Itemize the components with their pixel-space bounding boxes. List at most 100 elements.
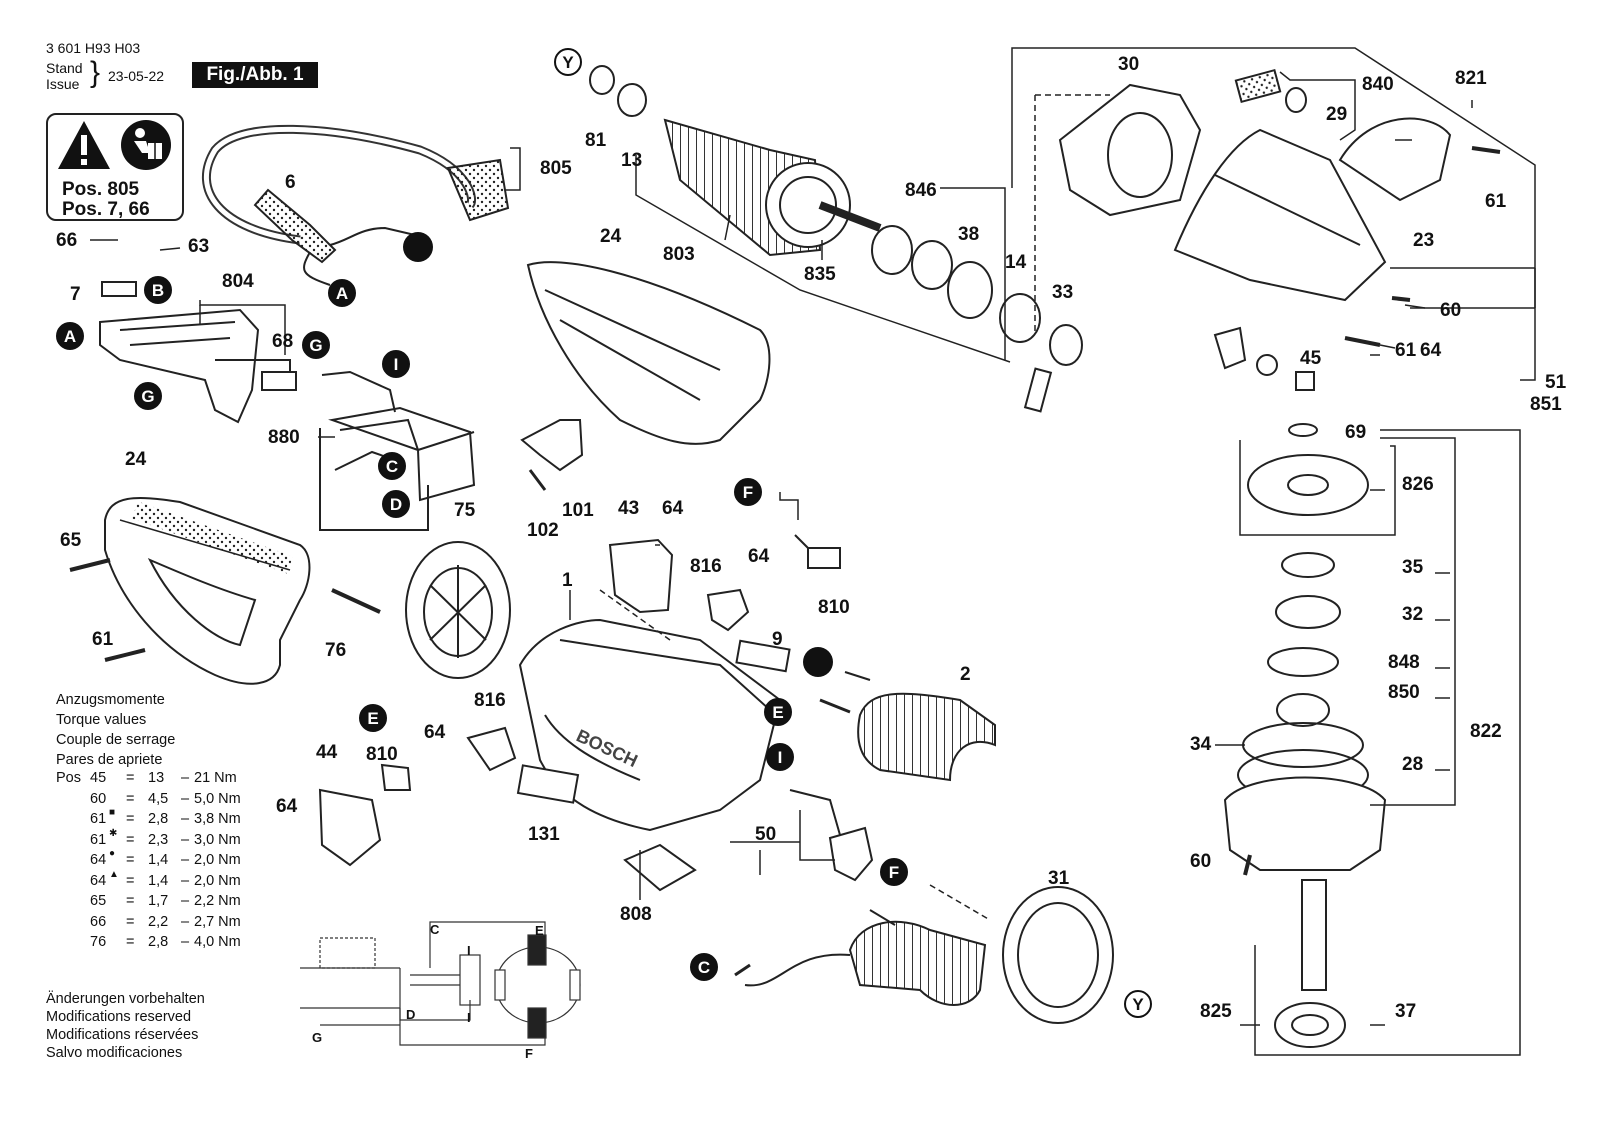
torque-min: 1,4	[148, 852, 169, 868]
torque-min: 2,2	[148, 913, 169, 930]
torque-titles: Anzugsmomente Torque values Couple de se…	[56, 690, 175, 770]
wire-marker-label-a-0: A	[336, 284, 348, 303]
schematic-label-e: E	[535, 923, 544, 938]
connector-dot-0	[403, 232, 433, 262]
part-label-835: 835	[804, 264, 836, 285]
wire-marker-label-c-0: C	[386, 457, 398, 476]
part-label-850: 850	[1388, 682, 1420, 703]
brace: }	[90, 56, 101, 89]
field-winding	[848, 920, 987, 1006]
cord-sleeve-6	[253, 188, 337, 264]
torque-max: 3,8 Nm	[194, 811, 241, 827]
part-label-64-repeat: 64	[1420, 340, 1442, 361]
torque-dash: –	[181, 893, 190, 909]
document-number: 3 601 H93 H03	[46, 40, 141, 56]
torque-min: 1,7	[148, 893, 169, 909]
torque-min: 4,5	[148, 790, 169, 807]
label-808	[623, 843, 697, 892]
part-label-805: 805	[540, 158, 572, 179]
connector-dot-layer	[403, 232, 833, 677]
sleeve-851	[1295, 371, 1315, 391]
brush-holder-101	[520, 419, 584, 472]
torque-mark: ■	[109, 807, 116, 818]
part-label-65: 65	[60, 530, 82, 551]
torque-title-fr: Couple de serrage	[56, 732, 176, 748]
wiring-schematic	[300, 921, 581, 1046]
schematic-label-i2: I	[467, 1010, 471, 1025]
torque-min: 2,8	[148, 934, 169, 950]
warning-triangle-icon	[58, 121, 110, 169]
part-label-60: 60	[1440, 300, 1461, 321]
part-label-24-repeat: 24	[600, 226, 622, 247]
footer-en: Modifications reserved	[46, 1009, 192, 1025]
schematic-label-c: C	[430, 922, 440, 937]
part-label-9: 9	[772, 629, 783, 650]
issue-label: Issue	[46, 76, 80, 92]
torque-dash: –	[181, 831, 190, 848]
wire-marker-label-c-1: C	[698, 958, 710, 977]
part-drawings	[69, 65, 1501, 1048]
part-label-816: 816	[690, 556, 722, 577]
torque-max: 4,0 Nm	[194, 934, 241, 950]
footer-de: Änderungen vorbehalten	[46, 991, 205, 1007]
part-label-66: 66	[56, 230, 77, 251]
part-label-63: 63	[188, 236, 209, 257]
torque-title-en: Torque values	[56, 712, 147, 728]
part-label-64-repeat: 64	[276, 796, 298, 817]
torque-min: 1,4	[148, 872, 169, 889]
part-label-61: 61	[92, 629, 114, 650]
wire-marker-label-b-0: B	[152, 281, 164, 300]
part-label-45: 45	[1300, 348, 1322, 369]
footer-fr: Modifications réservées	[46, 1027, 199, 1043]
housing-half-24	[526, 261, 771, 445]
part-label-851: 851	[1530, 394, 1562, 415]
torque-title-es: Pares de apriete	[56, 752, 163, 768]
part-label-64-repeat: 64	[424, 722, 446, 743]
torque-max: 2,0 Nm	[194, 852, 241, 868]
warning-line-1: Pos. 805	[62, 179, 140, 200]
part-label-81: 81	[585, 130, 607, 151]
wire-marker-label-y-0: Y	[562, 53, 574, 72]
torque-max: 2,0 Nm	[194, 872, 241, 889]
label-131	[516, 764, 580, 804]
bearing-850	[1276, 693, 1330, 727]
figure-label: Fig./Abb. 1	[192, 62, 318, 88]
part-label-825: 825	[1200, 1001, 1232, 1022]
wire-marker-f-1	[880, 858, 908, 886]
torque-mark: ✱	[109, 827, 118, 839]
wire-marker-label-d-0: D	[390, 495, 402, 514]
wire-marker-label-a-1: A	[64, 327, 76, 346]
part-label-33: 33	[1052, 282, 1073, 303]
brush-810-top	[807, 547, 841, 569]
bearing-14	[999, 293, 1041, 343]
torque-dash: –	[181, 790, 190, 807]
part-label-808: 808	[620, 904, 652, 925]
part-label-61-repeat: 61	[1395, 340, 1417, 361]
schematic-label-g: G	[312, 1030, 322, 1045]
wire-marker-label-i-1: I	[778, 748, 783, 767]
torque-pos-label: Pos	[56, 770, 81, 786]
torque-min: 2,8	[148, 811, 169, 827]
part-label-14: 14	[1005, 252, 1027, 273]
torque-equals: =	[126, 934, 135, 950]
torque-equals: =	[126, 811, 135, 827]
torque-mark: ▲	[109, 868, 119, 880]
part-label-131: 131	[528, 824, 560, 845]
part-label-816-repeat: 816	[474, 690, 506, 711]
fan-baffle-31	[1002, 886, 1114, 1024]
part-label-43: 43	[618, 498, 639, 519]
bearing-13	[617, 83, 647, 117]
spindle-lock-29	[1285, 87, 1307, 113]
torque-equals: =	[126, 872, 135, 889]
gear-housing-51	[1173, 128, 1387, 302]
torque-dash: –	[181, 770, 190, 786]
wire-marker-i-1	[766, 743, 794, 771]
torque-mark: ●	[109, 848, 116, 859]
electronic-module	[328, 406, 476, 502]
read-manual-icon	[121, 120, 171, 170]
part-label-6: 6	[285, 172, 296, 193]
torque-min: 2,3	[148, 831, 169, 848]
switch-slider-7	[101, 281, 137, 297]
